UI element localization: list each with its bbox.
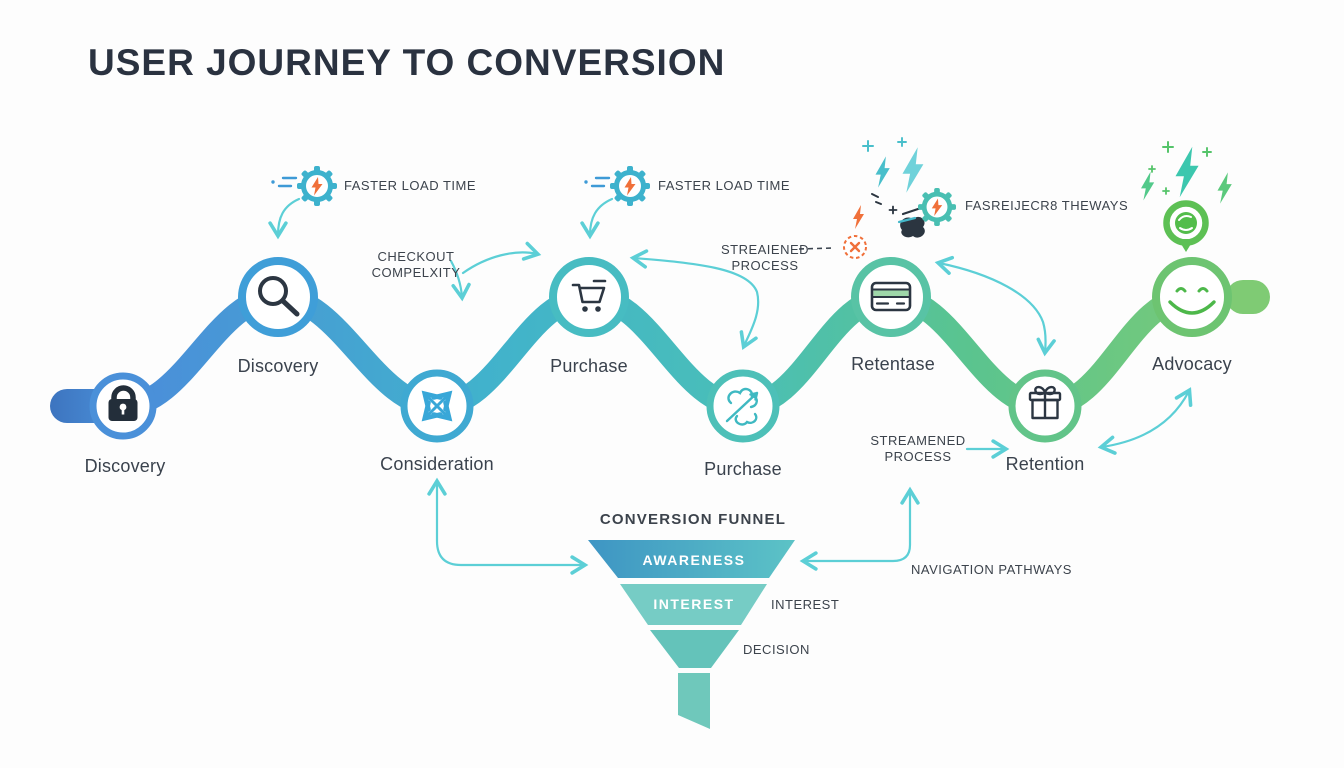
funnel-side-label-interest: INTEREST [771,597,840,612]
lightning-icon [1141,171,1155,201]
funnel-title: CONVERSION FUNNEL [599,511,787,528]
stage-label-discovery-peak: Discovery [237,356,319,376]
lightning-icon [1217,172,1232,204]
funnel-label-awareness: AWARENESS [642,552,746,568]
gear-bolt-icon-2 [584,166,650,206]
arrow-checkout-right [461,241,542,275]
gift-icon [1028,385,1062,420]
stage-label-purchase-peak: Purchase [550,356,628,376]
funnel-spout [678,673,710,729]
crash-scribble-icon [900,216,925,238]
node-discovery-peak [238,257,318,337]
sparkle-icon [1148,165,1156,173]
arrow-retention-advocacy [1097,387,1193,455]
wave-end-stub [1226,280,1270,314]
arrow-streaiened-connector [629,249,760,351]
stage-label-purchase-valley: Purchase [704,459,782,479]
annotation-streaiened-process: STREAIENED PROCESS [720,242,810,273]
credit-card-icon [870,281,912,312]
sparkle-icon [888,205,898,215]
advocacy-celebration-cluster [1141,141,1232,252]
stage-label-discovery-start: Discovery [84,456,166,476]
expand-arrows-icon [427,396,447,416]
sparkle-icon [862,140,874,152]
connector-arrows [268,197,1193,575]
arrow-gear2-to-purchase [580,197,614,240]
funnel-side-label-decision: DECISION [743,642,810,657]
arrow-consideration-to-funnel [427,477,589,575]
journey-wave-path [50,280,1270,423]
orange-lightning-icon [853,205,864,229]
friction-burst-cluster [843,137,956,259]
cart-icon [571,279,607,312]
arrow-navigation-elbow [799,486,920,571]
funnel-band-interest [620,584,767,625]
error-x-badge-icon [843,235,867,259]
stage-label-retentase: Retentase [851,354,935,374]
dash-line-to-error-badge [798,247,836,250]
sparkle-icon [897,137,907,147]
stage-label-advocacy: Advocacy [1152,354,1232,374]
funnel-band-awareness [588,540,795,578]
lightning-icon [1175,146,1199,198]
annotation-faster-load-time-1: FASTER LOAD TIME [344,178,477,193]
debris-marks [871,193,882,205]
gear-bolt-icon-3 [918,188,956,226]
annotation-streamened-process: STREAMENED PROCESS [870,433,966,464]
page-title: USER JOURNEY TO CONVERSION [88,42,726,83]
conversion-funnel [588,540,795,729]
sparkle-icon [1162,187,1170,195]
arrow-gear1-to-discovery [268,197,301,240]
smiley-icon [1168,287,1216,315]
lock-icon [108,385,138,421]
sparkle-icon [1162,141,1174,153]
annotation-checkout-complexity: CHECKOUT COMPELXITY [371,249,461,280]
scribble-link-icon [725,387,759,426]
annotation-fasreijecr-theways: FASREIJECR8 THEWAYS [965,198,1129,213]
stage-label-consideration: Consideration [380,454,494,474]
advocate-badge-icon [1163,200,1209,252]
sparkle-icon [1202,147,1212,157]
lightning-icon [875,156,890,188]
arrow-checkout-down [449,259,471,302]
arrow-retentase-connector [934,255,1056,357]
node-purchase-peak [549,257,629,337]
magnifier-icon [258,276,300,317]
annotation-navigation-pathways: NAVIGATION PATHWAYS [911,562,1072,577]
lightning-icon [902,147,924,193]
stage-label-retention: Retention [1005,454,1085,474]
node-advocacy [1152,257,1232,337]
gear-bolt-icon-1 [271,166,337,206]
funnel-band-decision [650,630,739,668]
annotation-faster-load-time-2: FASTER LOAD TIME [658,178,791,193]
funnel-label-interest: INTEREST [653,596,735,612]
